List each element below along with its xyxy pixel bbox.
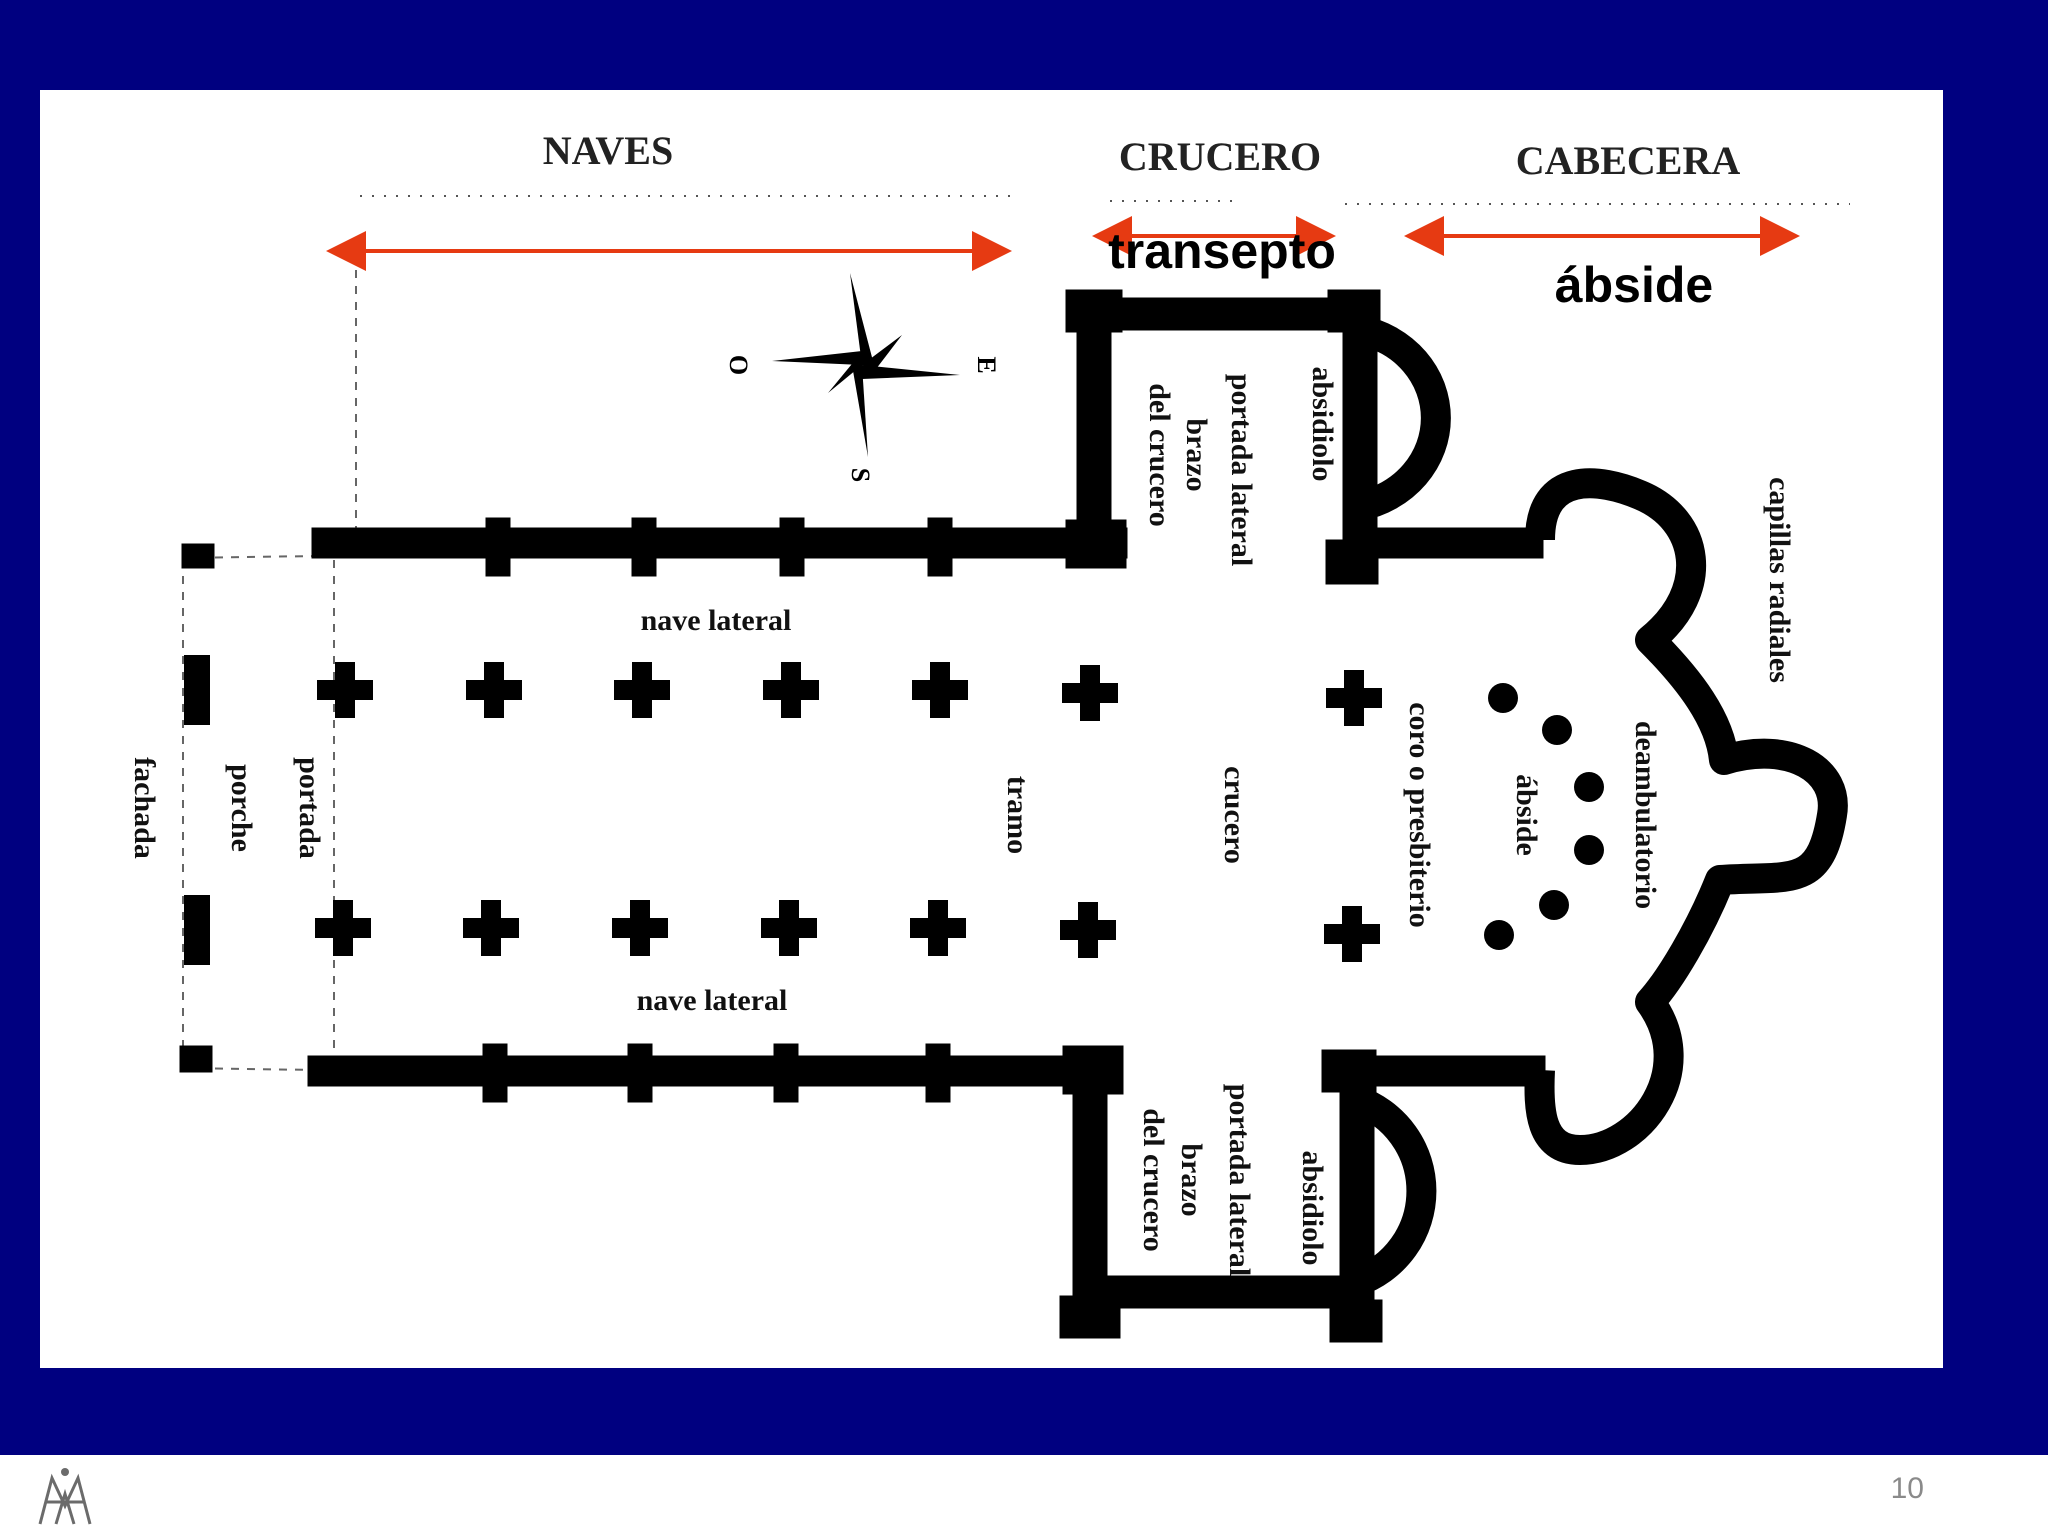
compass-south: S (846, 468, 875, 482)
label-nave-lateral-bottom: nave lateral (637, 984, 788, 1017)
church-walls (179, 289, 1848, 1343)
label-fachada: fachada (128, 757, 161, 859)
page-number: 10 (1890, 1472, 1924, 1505)
monogram-logo-icon (38, 1468, 92, 1525)
label-capillas: capillas radiales (1763, 477, 1796, 683)
label-brazo-top: brazo (1180, 418, 1213, 491)
label-deambulatorio: deambulatorio (1629, 721, 1662, 909)
label-portada-lateral-bottom: portada lateral (1223, 1084, 1256, 1276)
church-floor-plan: NAVES CRUCERO CABECERA transepto ábside … (128, 128, 1850, 1343)
transepto-label: transepto (1108, 223, 1336, 279)
header-crucero: CRUCERO (1119, 134, 1321, 179)
label-del-crucero-bottom: del crucero (1137, 1108, 1170, 1252)
label-crucero: crucero (1218, 766, 1251, 864)
label-nave-lateral-top: nave lateral (641, 604, 792, 637)
slide-footer (0, 1455, 2048, 1536)
label-portada-lateral-top: portada lateral (1225, 374, 1258, 566)
compass-east: E (972, 356, 1001, 373)
header-rule (360, 195, 1850, 205)
label-coro: coro o presbiterio (1403, 702, 1436, 928)
compass-west: O (724, 355, 753, 375)
label-absidiolo-bottom: absidiolo (1296, 1150, 1329, 1265)
label-abside-plan: ábside (1510, 774, 1543, 856)
label-tramo: tramo (1001, 776, 1034, 854)
label-porche: porche (225, 764, 258, 852)
label-portada: portada (293, 757, 326, 859)
nave-piers (184, 655, 1382, 965)
apse-columns (1484, 683, 1604, 950)
diagram-panel (40, 90, 1943, 1368)
abside-label: ábside (1555, 257, 1713, 313)
header-naves: NAVES (543, 128, 673, 173)
compass-rose-icon: O E S (724, 273, 1001, 482)
label-del-crucero-top: del crucero (1143, 383, 1176, 527)
label-absidiolo-top: absidiolo (1306, 366, 1339, 481)
header-cabecera: CABECERA (1516, 138, 1741, 183)
label-brazo-bottom: brazo (1175, 1143, 1208, 1216)
